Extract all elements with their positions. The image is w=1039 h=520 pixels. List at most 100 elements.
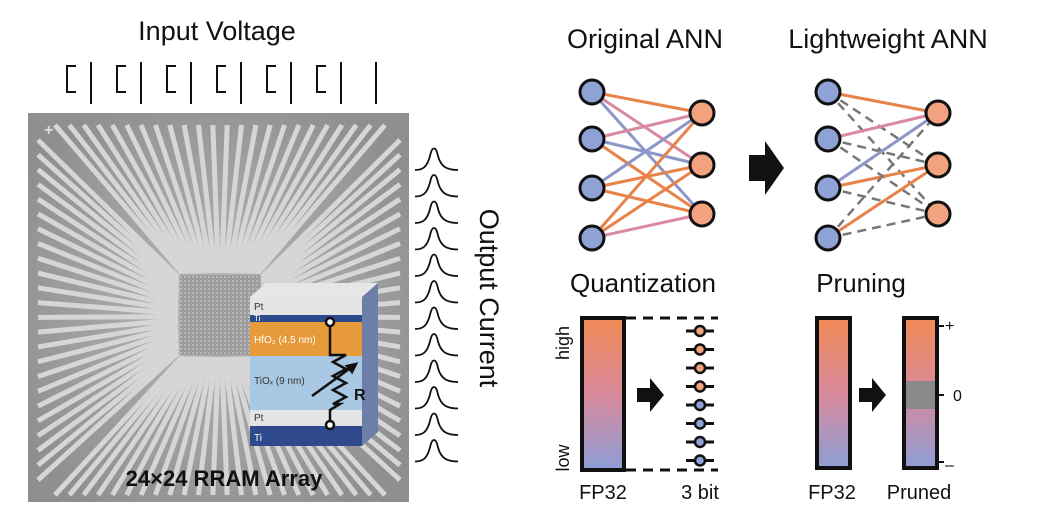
input-node: [578, 174, 606, 202]
network-edge: [591, 111, 703, 190]
quantized-level: [693, 380, 707, 393]
current-pulse: [414, 200, 459, 224]
voltage-pulse: [116, 62, 142, 104]
input-pulses: [66, 62, 377, 104]
output-current-label: Output Current: [474, 209, 504, 388]
current-pulse: [414, 174, 459, 198]
quantized-level: [693, 324, 707, 338]
quantization-diagram: high low FP32 3 bit: [553, 316, 719, 504]
network-edge: [827, 111, 939, 141]
layer-ti-top: Ti: [254, 314, 261, 323]
quantized-level: [693, 417, 707, 430]
quantized-level: [693, 435, 707, 449]
pruned-edge: [827, 212, 939, 240]
voltage-pulse: [166, 62, 192, 104]
pruning-diagram: + 0 – FP32 Pruned: [808, 316, 962, 504]
voltage-pulse: [316, 62, 342, 104]
resistor-label: R: [354, 387, 366, 404]
pruned-edge: [827, 137, 939, 167]
network-edge: [827, 90, 939, 115]
input-node: [578, 78, 606, 106]
bit-label: 3 bit: [681, 482, 719, 504]
input-voltage-label: Input Voltage: [138, 16, 296, 46]
original-ann-title: Original ANN: [567, 24, 723, 54]
current-pulse: [414, 439, 459, 463]
zero-label: 0: [953, 388, 962, 405]
network-edge: [590, 112, 704, 239]
pruned-zero-band: [904, 381, 937, 409]
plus-label: +: [945, 318, 954, 335]
output-node: [924, 99, 952, 127]
input-node: [814, 224, 842, 252]
quantized-level: [693, 454, 707, 467]
input-node: [814, 78, 842, 106]
layer-pt-top: Pt: [254, 302, 264, 313]
fp32-bar-right: [815, 316, 852, 470]
pruned-edge: [827, 91, 939, 215]
quantized-level: [693, 361, 707, 375]
pruned-edge: [827, 186, 939, 216]
fp32-bar-left: [580, 316, 626, 472]
transform-arrow-icon: [749, 141, 784, 195]
output-node: [688, 151, 716, 179]
current-pulse: [414, 412, 459, 436]
voltage-pulse: [266, 62, 292, 104]
network-edge: [591, 212, 703, 240]
variable-resistor-icon: [311, 316, 359, 431]
current-pulse: [414, 147, 459, 171]
quantized-levels: [686, 324, 714, 467]
input-node: [814, 174, 842, 202]
quantize-arrow-icon: [637, 378, 664, 412]
fp32-label-right: FP32: [808, 482, 856, 504]
output-node: [688, 99, 716, 127]
chip-image: + 24×24 RRAM Array: [28, 113, 409, 502]
input-node: [814, 125, 842, 153]
output-node: [924, 200, 952, 228]
layer-pt-bottom: Pt: [254, 413, 264, 424]
rram-panel: Input Voltage + 24×24 RRAM Array Pt Ti H…: [28, 16, 504, 502]
high-label: high: [553, 326, 573, 360]
current-pulse: [414, 359, 459, 383]
prune-arrow-icon: [859, 378, 886, 412]
low-label: low: [553, 443, 573, 471]
rram-array-label: 24×24 RRAM Array: [126, 466, 323, 491]
current-pulse: [414, 386, 459, 410]
network-edge: [591, 163, 703, 240]
current-pulse: [414, 333, 459, 357]
fp32-label-left: FP32: [579, 482, 627, 504]
pruned-edge: [827, 90, 939, 167]
output-pulses: [414, 147, 459, 463]
lightweight-network: [814, 78, 952, 252]
chip-plus-mark: +: [44, 122, 53, 139]
current-pulse: [414, 280, 459, 304]
current-pulse: [414, 227, 459, 251]
pruned-label: Pruned: [887, 482, 952, 504]
lightweight-ann-title: Lightweight ANN: [788, 24, 988, 54]
output-node: [924, 151, 952, 179]
original-network: [578, 78, 716, 252]
quantized-level: [693, 343, 707, 356]
device-stack: Pt Ti HfO₂ (4.5 nm) TiOₓ (9 nm) Pt Ti R: [250, 283, 378, 446]
voltage-pulse: [66, 62, 92, 104]
input-node: [578, 224, 606, 252]
network-edge: [591, 90, 703, 115]
quantization-title: Quantization: [570, 268, 716, 298]
layer-hfo2: HfO₂ (4.5 nm): [254, 335, 316, 346]
current-pulse: [414, 253, 459, 277]
network-edge: [591, 90, 703, 167]
quantized-level: [693, 398, 707, 412]
network-edge: [827, 163, 939, 240]
output-node: [688, 200, 716, 228]
input-node: [578, 125, 606, 153]
network-edge: [591, 111, 703, 141]
pruning-title: Pruning: [816, 268, 906, 298]
pruned-edge: [827, 112, 939, 239]
ann-panel: Original ANN Lightweight ANN Quantizatio…: [553, 24, 988, 504]
voltage-pulse: [216, 62, 242, 104]
network-edge: [827, 111, 939, 190]
current-pulse: [414, 306, 459, 330]
layer-tiox: TiOₓ (9 nm): [254, 376, 305, 387]
minus-label: –: [945, 457, 954, 474]
layer-ti-bottom: Ti: [254, 433, 262, 444]
